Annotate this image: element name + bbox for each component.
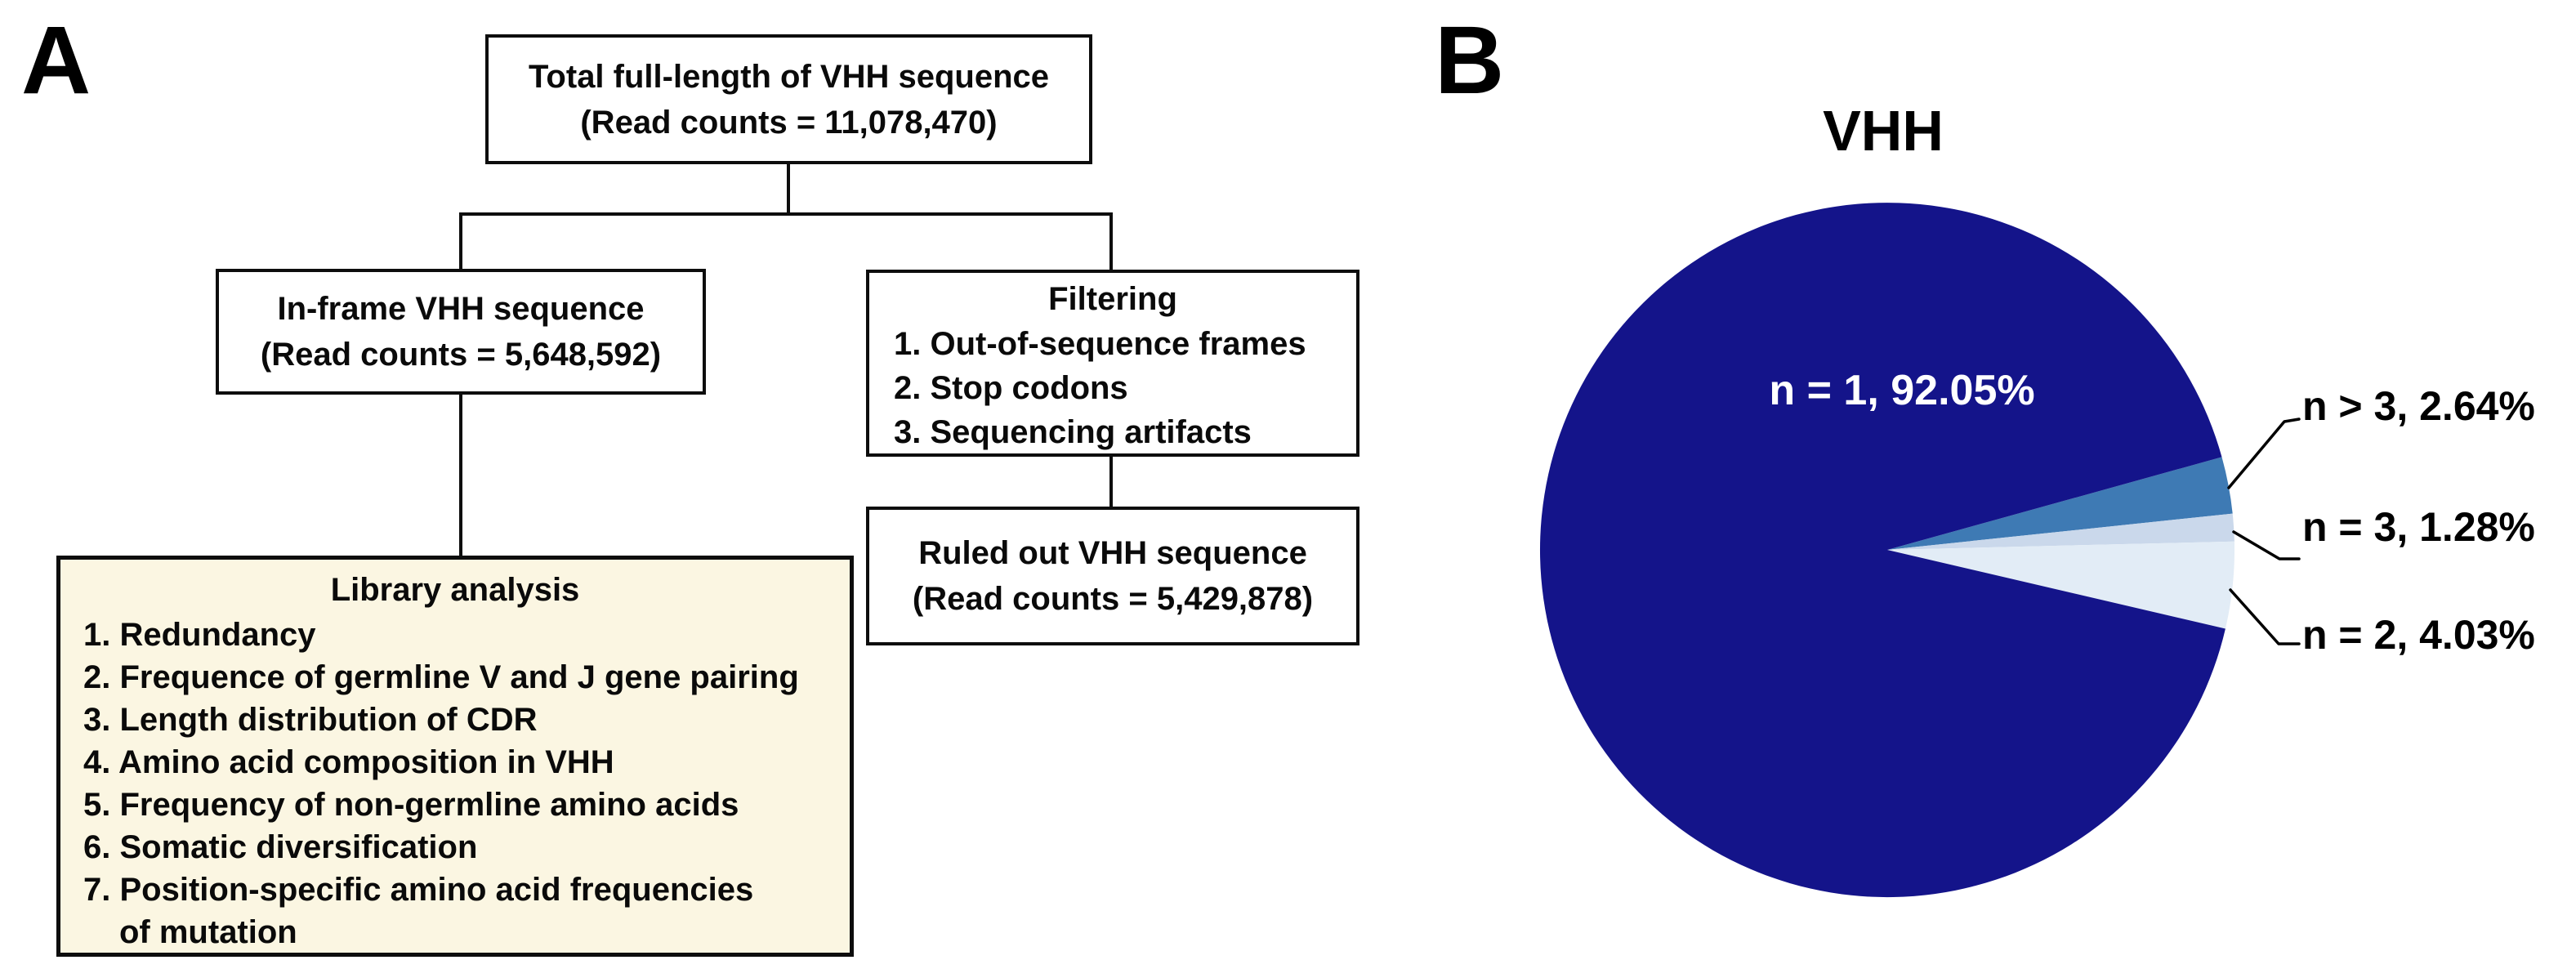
pie-slice-n-1 bbox=[1539, 203, 2226, 898]
flowchart-box-library: Library analysis 1. Redundancy 2. Freque… bbox=[56, 556, 854, 957]
library-item: 3. Length distribution of CDR bbox=[83, 702, 538, 738]
pie-label-n-3: n = 3, 1.28% bbox=[2302, 504, 2535, 550]
ruledout-box-line1: Ruled out VHH sequence bbox=[918, 535, 1307, 571]
leader-line bbox=[2229, 588, 2301, 645]
flowchart-box-filtering: Filtering 1. Out-of-sequence frames 2. S… bbox=[866, 270, 1359, 457]
connector-total-down bbox=[787, 163, 790, 214]
panel-b-letter: B bbox=[1435, 7, 1504, 114]
filtering-item: 3. Sequencing artifacts bbox=[894, 414, 1252, 450]
library-item-continuation: of mutation bbox=[119, 914, 297, 950]
filtering-item: 2. Stop codons bbox=[894, 370, 1128, 406]
inframe-box-line1: In-frame VHH sequence bbox=[277, 291, 645, 327]
leader-line bbox=[2232, 530, 2301, 560]
flowchart-box-total: Total full-length of VHH sequence (Read … bbox=[485, 34, 1092, 164]
connector-drop-left bbox=[459, 212, 462, 272]
connector-drop-right bbox=[1109, 212, 1113, 273]
pie-title: VHH bbox=[1823, 99, 1944, 163]
connector-horizontal bbox=[459, 212, 1113, 216]
connector-filtering-to-ruledout bbox=[1109, 454, 1113, 510]
leader-line bbox=[2227, 418, 2301, 489]
pie-label-n-2: n = 2, 4.03% bbox=[2302, 612, 2535, 658]
library-box-title: Library analysis bbox=[330, 572, 580, 608]
connector-inframe-to-library bbox=[459, 392, 462, 559]
pie-slice-n-2 bbox=[1887, 541, 2235, 629]
library-item: 5. Frequency of non-germline amino acids bbox=[83, 787, 739, 823]
library-item: 7. Position-specific amino acid frequenc… bbox=[83, 872, 754, 908]
total-box-line2: (Read counts = 11,078,470) bbox=[580, 104, 998, 141]
pie-slice-n-3 bbox=[1887, 513, 2234, 550]
library-item: 4. Amino acid composition in VHH bbox=[83, 744, 614, 780]
library-item: 6. Somatic diversification bbox=[83, 829, 478, 865]
flowchart-box-inframe: In-frame VHH sequence (Read counts = 5,6… bbox=[216, 269, 706, 395]
flowchart-box-ruledout: Ruled out VHH sequence (Read counts = 5,… bbox=[866, 507, 1359, 645]
library-item: 2. Frequence of germline V and J gene pa… bbox=[83, 659, 799, 695]
pie-label-n-1: n = 1, 92.05% bbox=[1769, 367, 2035, 414]
filtering-box-title: Filtering bbox=[1048, 281, 1177, 317]
ruledout-box-line2: (Read counts = 5,429,878) bbox=[912, 581, 1314, 617]
inframe-box-line2: (Read counts = 5,648,592) bbox=[260, 337, 662, 373]
filtering-item: 1. Out-of-sequence frames bbox=[894, 326, 1306, 362]
total-box-line1: Total full-length of VHH sequence bbox=[528, 58, 1050, 95]
panel-a-letter: A bbox=[21, 7, 91, 114]
library-item: 1. Redundancy bbox=[83, 617, 316, 653]
pie-label-n-gt-3: n > 3, 2.64% bbox=[2302, 383, 2535, 429]
pie-slice-n-3 bbox=[1887, 457, 2233, 550]
